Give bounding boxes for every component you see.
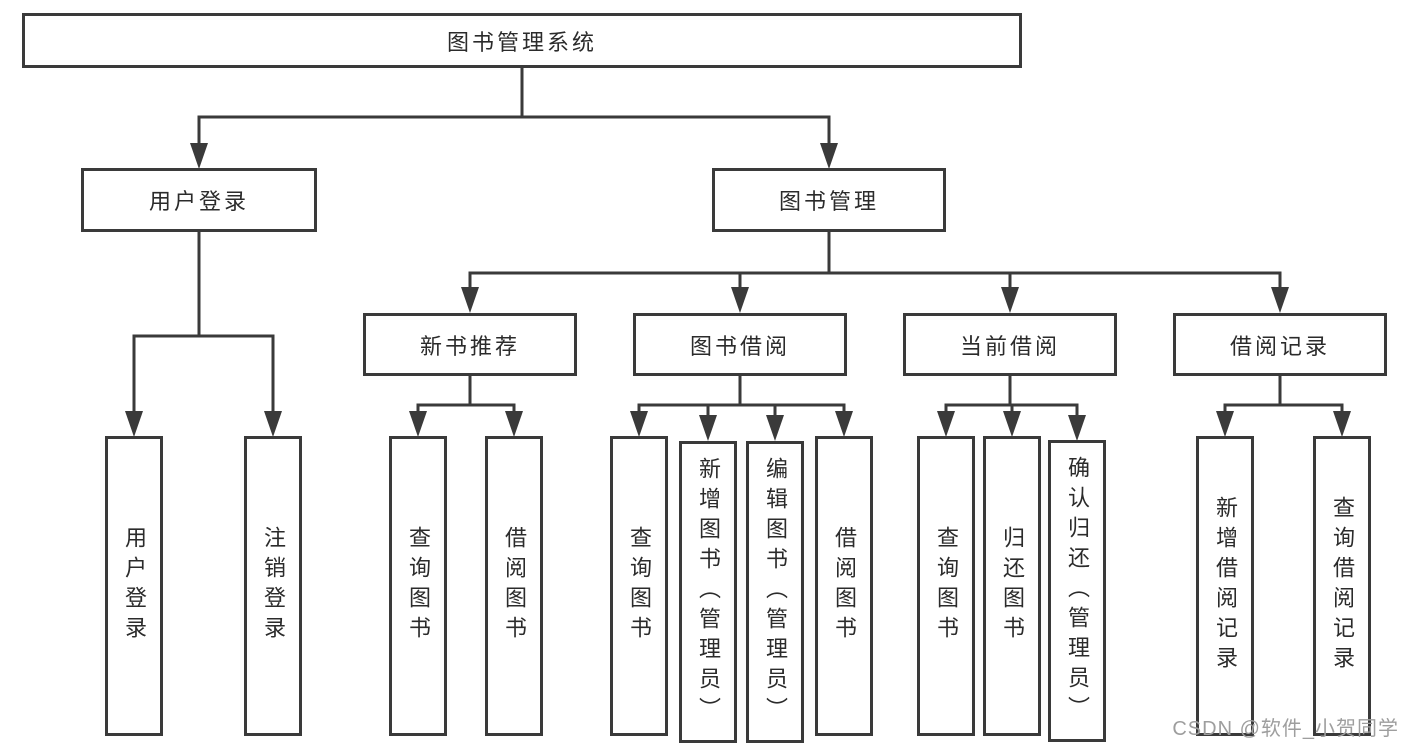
node-current-borrowing: 当前借阅 [903,313,1117,376]
leaf-confirm-return-admin: 确认归还（管理员） [1048,440,1106,742]
leaf-add-books-admin: 新增图书（管理员） [679,441,737,743]
leaf-edit-books-admin: 编辑图书（管理员） [746,441,804,743]
leaf-query-books-current: 查询图书 [917,436,975,736]
leaf-add-borrow-record: 新增借阅记录 [1196,436,1254,736]
node-library-management-system: 图书管理系统 [22,13,1022,68]
leaf-query-books-borrowing: 查询图书 [610,436,668,736]
leaf-return-books: 归还图书 [983,436,1041,736]
leaf-user-login: 用户登录 [105,436,163,736]
node-new-book-recommendation: 新书推荐 [363,313,577,376]
node-book-management: 图书管理 [712,168,946,232]
leaf-borrow-books: 借阅图书 [815,436,873,736]
node-book-borrowing: 图书借阅 [633,313,847,376]
node-user-login: 用户登录 [81,168,317,232]
arrowhead-icons [125,143,1351,441]
leaf-query-borrow-record: 查询借阅记录 [1313,436,1371,736]
leaf-logout: 注销登录 [244,436,302,736]
watermark: CSDN @软件_小贺同学 [1172,718,1399,740]
leaf-query-books-recommend: 查询图书 [389,436,447,736]
node-borrowing-records: 借阅记录 [1173,313,1387,376]
leaf-borrow-books-recommend: 借阅图书 [485,436,543,736]
